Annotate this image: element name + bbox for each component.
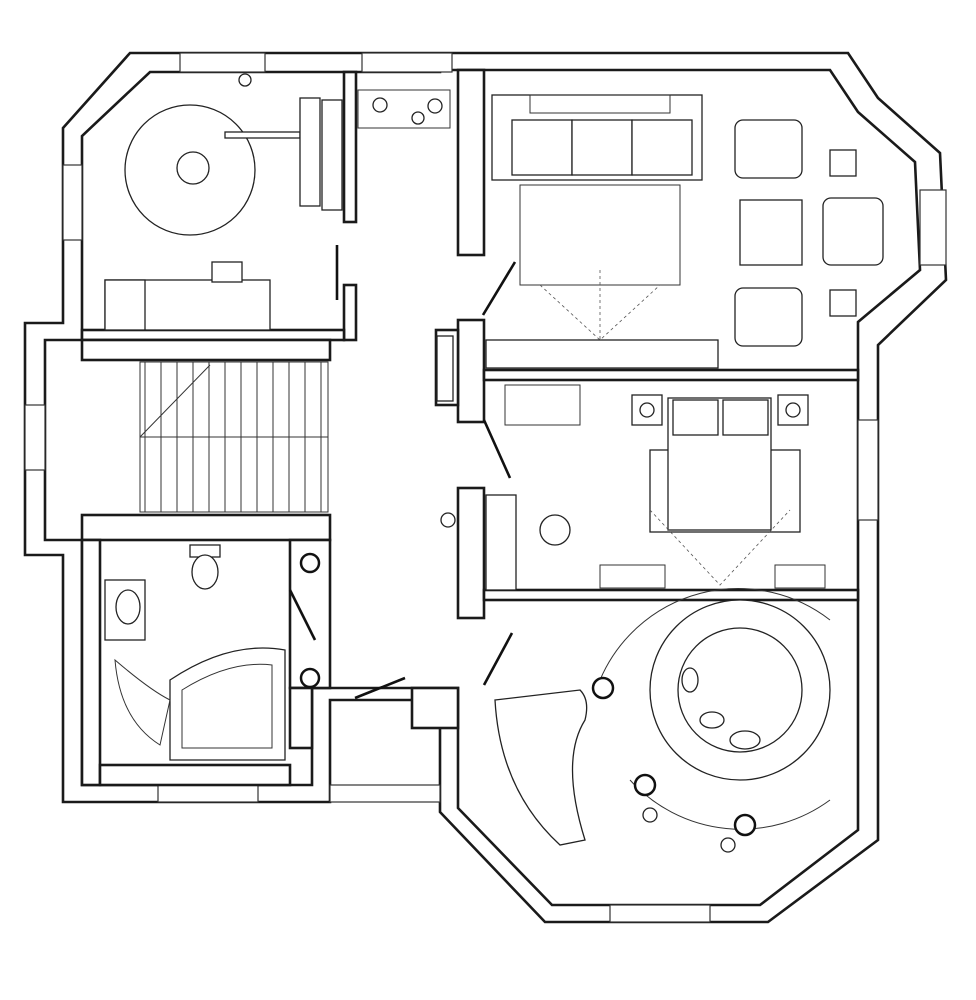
sofa-arm xyxy=(104,279,146,331)
fixture xyxy=(299,552,321,574)
bookshelf xyxy=(529,94,671,114)
side-table xyxy=(829,289,857,317)
cushion xyxy=(729,730,761,750)
tv-cabinet xyxy=(485,339,719,369)
circular-bench xyxy=(599,588,831,681)
window xyxy=(24,404,46,471)
wall xyxy=(98,763,292,787)
wall xyxy=(342,283,358,342)
armchair xyxy=(734,287,803,347)
lamp xyxy=(639,402,655,418)
plant-icon xyxy=(238,73,252,87)
wall xyxy=(80,338,332,362)
door xyxy=(288,589,317,641)
window xyxy=(179,52,266,73)
staircase xyxy=(139,361,329,513)
bench xyxy=(436,335,454,402)
sofa-cushion xyxy=(511,119,573,176)
window xyxy=(157,784,259,803)
bathroom-fixtures xyxy=(104,544,321,761)
door xyxy=(481,261,517,316)
desk xyxy=(224,131,301,139)
planter xyxy=(357,89,451,129)
shelf xyxy=(321,99,343,211)
wall xyxy=(80,538,102,787)
cushion xyxy=(699,711,725,729)
stair-arrow xyxy=(139,364,211,438)
plant-icon xyxy=(720,837,736,853)
coffee-table xyxy=(739,199,803,266)
plant-icon xyxy=(427,98,443,114)
windows xyxy=(24,52,947,923)
corridor-plants xyxy=(238,73,451,129)
wall xyxy=(482,588,860,602)
bathtub-inner xyxy=(181,663,273,749)
cabinet xyxy=(299,97,321,207)
window xyxy=(62,164,83,241)
window xyxy=(857,419,879,521)
living-room-furniture xyxy=(436,94,884,402)
bedroom-furniture xyxy=(485,384,826,591)
stair-treads xyxy=(144,362,322,512)
window xyxy=(361,52,453,73)
tv-sightline xyxy=(649,509,791,586)
armchair xyxy=(734,119,803,179)
lamp xyxy=(785,402,801,418)
bathtub xyxy=(169,647,286,761)
window xyxy=(919,189,947,266)
plant-icon xyxy=(440,512,456,528)
door xyxy=(482,632,514,686)
side-table xyxy=(829,149,857,177)
outer-ring xyxy=(629,779,831,830)
column xyxy=(733,813,757,837)
chest xyxy=(211,261,243,283)
wall xyxy=(342,70,358,224)
window xyxy=(609,904,711,923)
bath-mat xyxy=(114,658,171,746)
wall xyxy=(410,686,460,730)
desk xyxy=(485,494,517,591)
pillow xyxy=(722,399,769,436)
pillow xyxy=(672,399,719,436)
wall xyxy=(288,686,314,750)
plant-icon xyxy=(411,111,425,125)
door xyxy=(482,419,512,479)
wardrobe xyxy=(504,384,581,426)
column xyxy=(591,676,615,700)
armchair xyxy=(822,197,884,266)
fixture xyxy=(299,667,321,689)
sofa-cushion xyxy=(631,119,693,176)
wall xyxy=(80,513,332,542)
cushion xyxy=(681,667,699,693)
toilet xyxy=(191,554,219,590)
wall xyxy=(456,318,486,424)
doors xyxy=(288,245,517,700)
wall xyxy=(482,368,860,382)
wall xyxy=(80,328,346,342)
column xyxy=(633,773,657,797)
office-chair xyxy=(539,514,571,546)
plant-icon xyxy=(372,97,388,113)
wall xyxy=(456,486,486,620)
door xyxy=(354,676,406,700)
shelf xyxy=(599,564,666,589)
shelf xyxy=(774,564,826,589)
window xyxy=(329,784,441,803)
sofa-cushion xyxy=(571,119,633,176)
sink xyxy=(115,589,141,625)
curved-desk xyxy=(494,689,588,846)
plant-icon xyxy=(642,807,658,823)
round-room-furniture xyxy=(440,512,831,853)
wall xyxy=(456,68,486,257)
office-chair xyxy=(176,151,210,185)
office-furniture xyxy=(104,97,343,331)
